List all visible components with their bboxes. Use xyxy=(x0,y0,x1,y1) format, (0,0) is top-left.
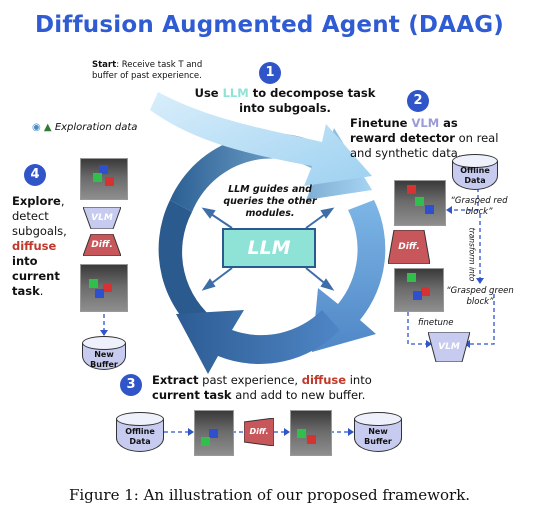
blue-block xyxy=(413,291,422,300)
transform-into-label: transform into xyxy=(467,227,477,282)
green-block xyxy=(415,197,424,206)
synthetic-thumbnail xyxy=(394,268,444,312)
diff-trapezoid-bottom: Diff. xyxy=(244,418,274,446)
step-1-llm: LLM xyxy=(222,86,249,100)
grasped-green-label: “Grasped green block” xyxy=(446,286,514,307)
step-4-diffuse: diffuse xyxy=(12,239,57,253)
real-thumbnail xyxy=(394,180,446,226)
step-2-lead: Finetune xyxy=(350,116,412,130)
step-3-extract: Extract xyxy=(152,373,199,387)
vlm-label-right: VLM xyxy=(438,342,460,352)
center-guide-text: LLM guides and queries the other modules… xyxy=(223,184,317,219)
cycle-arrow-right xyxy=(312,200,386,352)
step-1-use: Use xyxy=(194,86,223,100)
step-4-badge: 4 xyxy=(24,164,46,186)
figure-title: Diffusion Augmented Agent (DAAG) xyxy=(35,12,504,38)
new-buffer-left: New Buffer xyxy=(82,336,126,370)
step-1-badge: 1 xyxy=(259,62,281,84)
diff-label-right: Diff. xyxy=(398,242,420,252)
step-2-vlm: VLM xyxy=(411,116,440,130)
step-4-text: Explore, detect subgoals, diffuse into c… xyxy=(12,194,76,299)
step-4-text2: into current task xyxy=(12,254,60,298)
exploration-thumbnail-bottom xyxy=(80,264,128,312)
step-3-current: current task xyxy=(152,388,232,402)
diff-label-bottom: Diff. xyxy=(249,427,269,436)
green-block xyxy=(201,437,210,446)
llm-radial-arrows xyxy=(201,207,335,291)
dashed-connectors xyxy=(103,188,495,433)
grasped-red-label: “Grasped red block” xyxy=(450,196,508,217)
diff-label-left: Diff. xyxy=(91,240,113,250)
exploration-label-row: ◉ ▲ Exploration data xyxy=(32,122,137,133)
exploration-thumbnail-top xyxy=(80,158,128,200)
past-experience-thumbnail xyxy=(194,410,234,456)
cake-icon: ◉ xyxy=(32,122,41,133)
new-buffer-bottom-label: New Buffer xyxy=(364,427,392,446)
step-3-text2: into xyxy=(346,373,372,387)
tree-icon: ▲ xyxy=(43,122,52,133)
step-3-diffuse: diffuse xyxy=(301,373,347,387)
diff-trapezoid-left: Diff. xyxy=(83,234,121,256)
blue-block xyxy=(99,165,108,174)
diff-trapezoid-right: Diff. xyxy=(388,230,430,264)
offline-data-right: Offline Data xyxy=(452,154,498,190)
new-buffer-left-label: New Buffer xyxy=(90,350,118,369)
step-2-rest: on real and synthetic data. xyxy=(350,131,499,160)
finetune-label: finetune xyxy=(418,318,454,328)
red-block xyxy=(103,283,112,292)
figure-caption: Figure 1: An illustration of our propose… xyxy=(68,486,471,504)
cycle-arrow-left xyxy=(158,200,218,340)
blue-block xyxy=(425,205,434,214)
blue-block xyxy=(209,429,218,438)
red-block xyxy=(407,185,416,194)
step-1-rest: to decompose task into subgoals. xyxy=(239,86,376,115)
offline-data-bottom-label: Offline Data xyxy=(125,427,155,446)
green-block xyxy=(89,279,98,288)
start-arrow xyxy=(150,92,372,186)
offline-data-right-label: Offline Data xyxy=(460,166,490,185)
diffused-thumbnail xyxy=(290,410,332,456)
step-3-text1: past experience, xyxy=(198,373,302,387)
offline-data-bottom: Offline Data xyxy=(116,412,164,452)
red-block xyxy=(421,287,430,296)
step-3-text: Extract past experience, diffuse into cu… xyxy=(152,373,392,403)
blue-block xyxy=(95,289,104,298)
step-2-text: Finetune VLM as reward detector on real … xyxy=(350,116,500,161)
transform-into-label-wrap: transform into xyxy=(466,228,478,284)
green-block xyxy=(297,429,306,438)
green-block xyxy=(93,173,102,182)
vlm-trapezoid-right: VLM xyxy=(428,332,470,362)
start-label: Start xyxy=(92,60,117,70)
step-2-bold-rest: as reward detector xyxy=(350,116,458,145)
red-block xyxy=(105,177,114,186)
step-3-badge: 3 xyxy=(120,374,142,396)
start-description: : Receive task T and buffer of past expe… xyxy=(92,60,203,81)
step-4-explore: Explore xyxy=(12,194,61,208)
red-block xyxy=(307,435,316,444)
cycle-arrow-bottom xyxy=(176,310,340,374)
step-4-text3: . xyxy=(39,284,44,298)
green-block xyxy=(407,273,416,282)
step-4-text1: , detect subgoals, xyxy=(12,194,67,238)
step-1-text: Use LLM to decompose task into subgoals. xyxy=(190,86,380,116)
step-3-text3: and add to new buffer. xyxy=(231,388,366,402)
vlm-label-left: VLM xyxy=(91,213,113,223)
llm-box: LLM xyxy=(222,228,316,268)
exploration-label: Exploration data xyxy=(54,122,138,133)
start-text: Start: Receive task T and buffer of past… xyxy=(92,60,220,82)
vlm-trapezoid-left: VLM xyxy=(83,207,121,229)
step-2-badge: 2 xyxy=(407,90,429,112)
new-buffer-bottom: New Buffer xyxy=(354,412,402,452)
